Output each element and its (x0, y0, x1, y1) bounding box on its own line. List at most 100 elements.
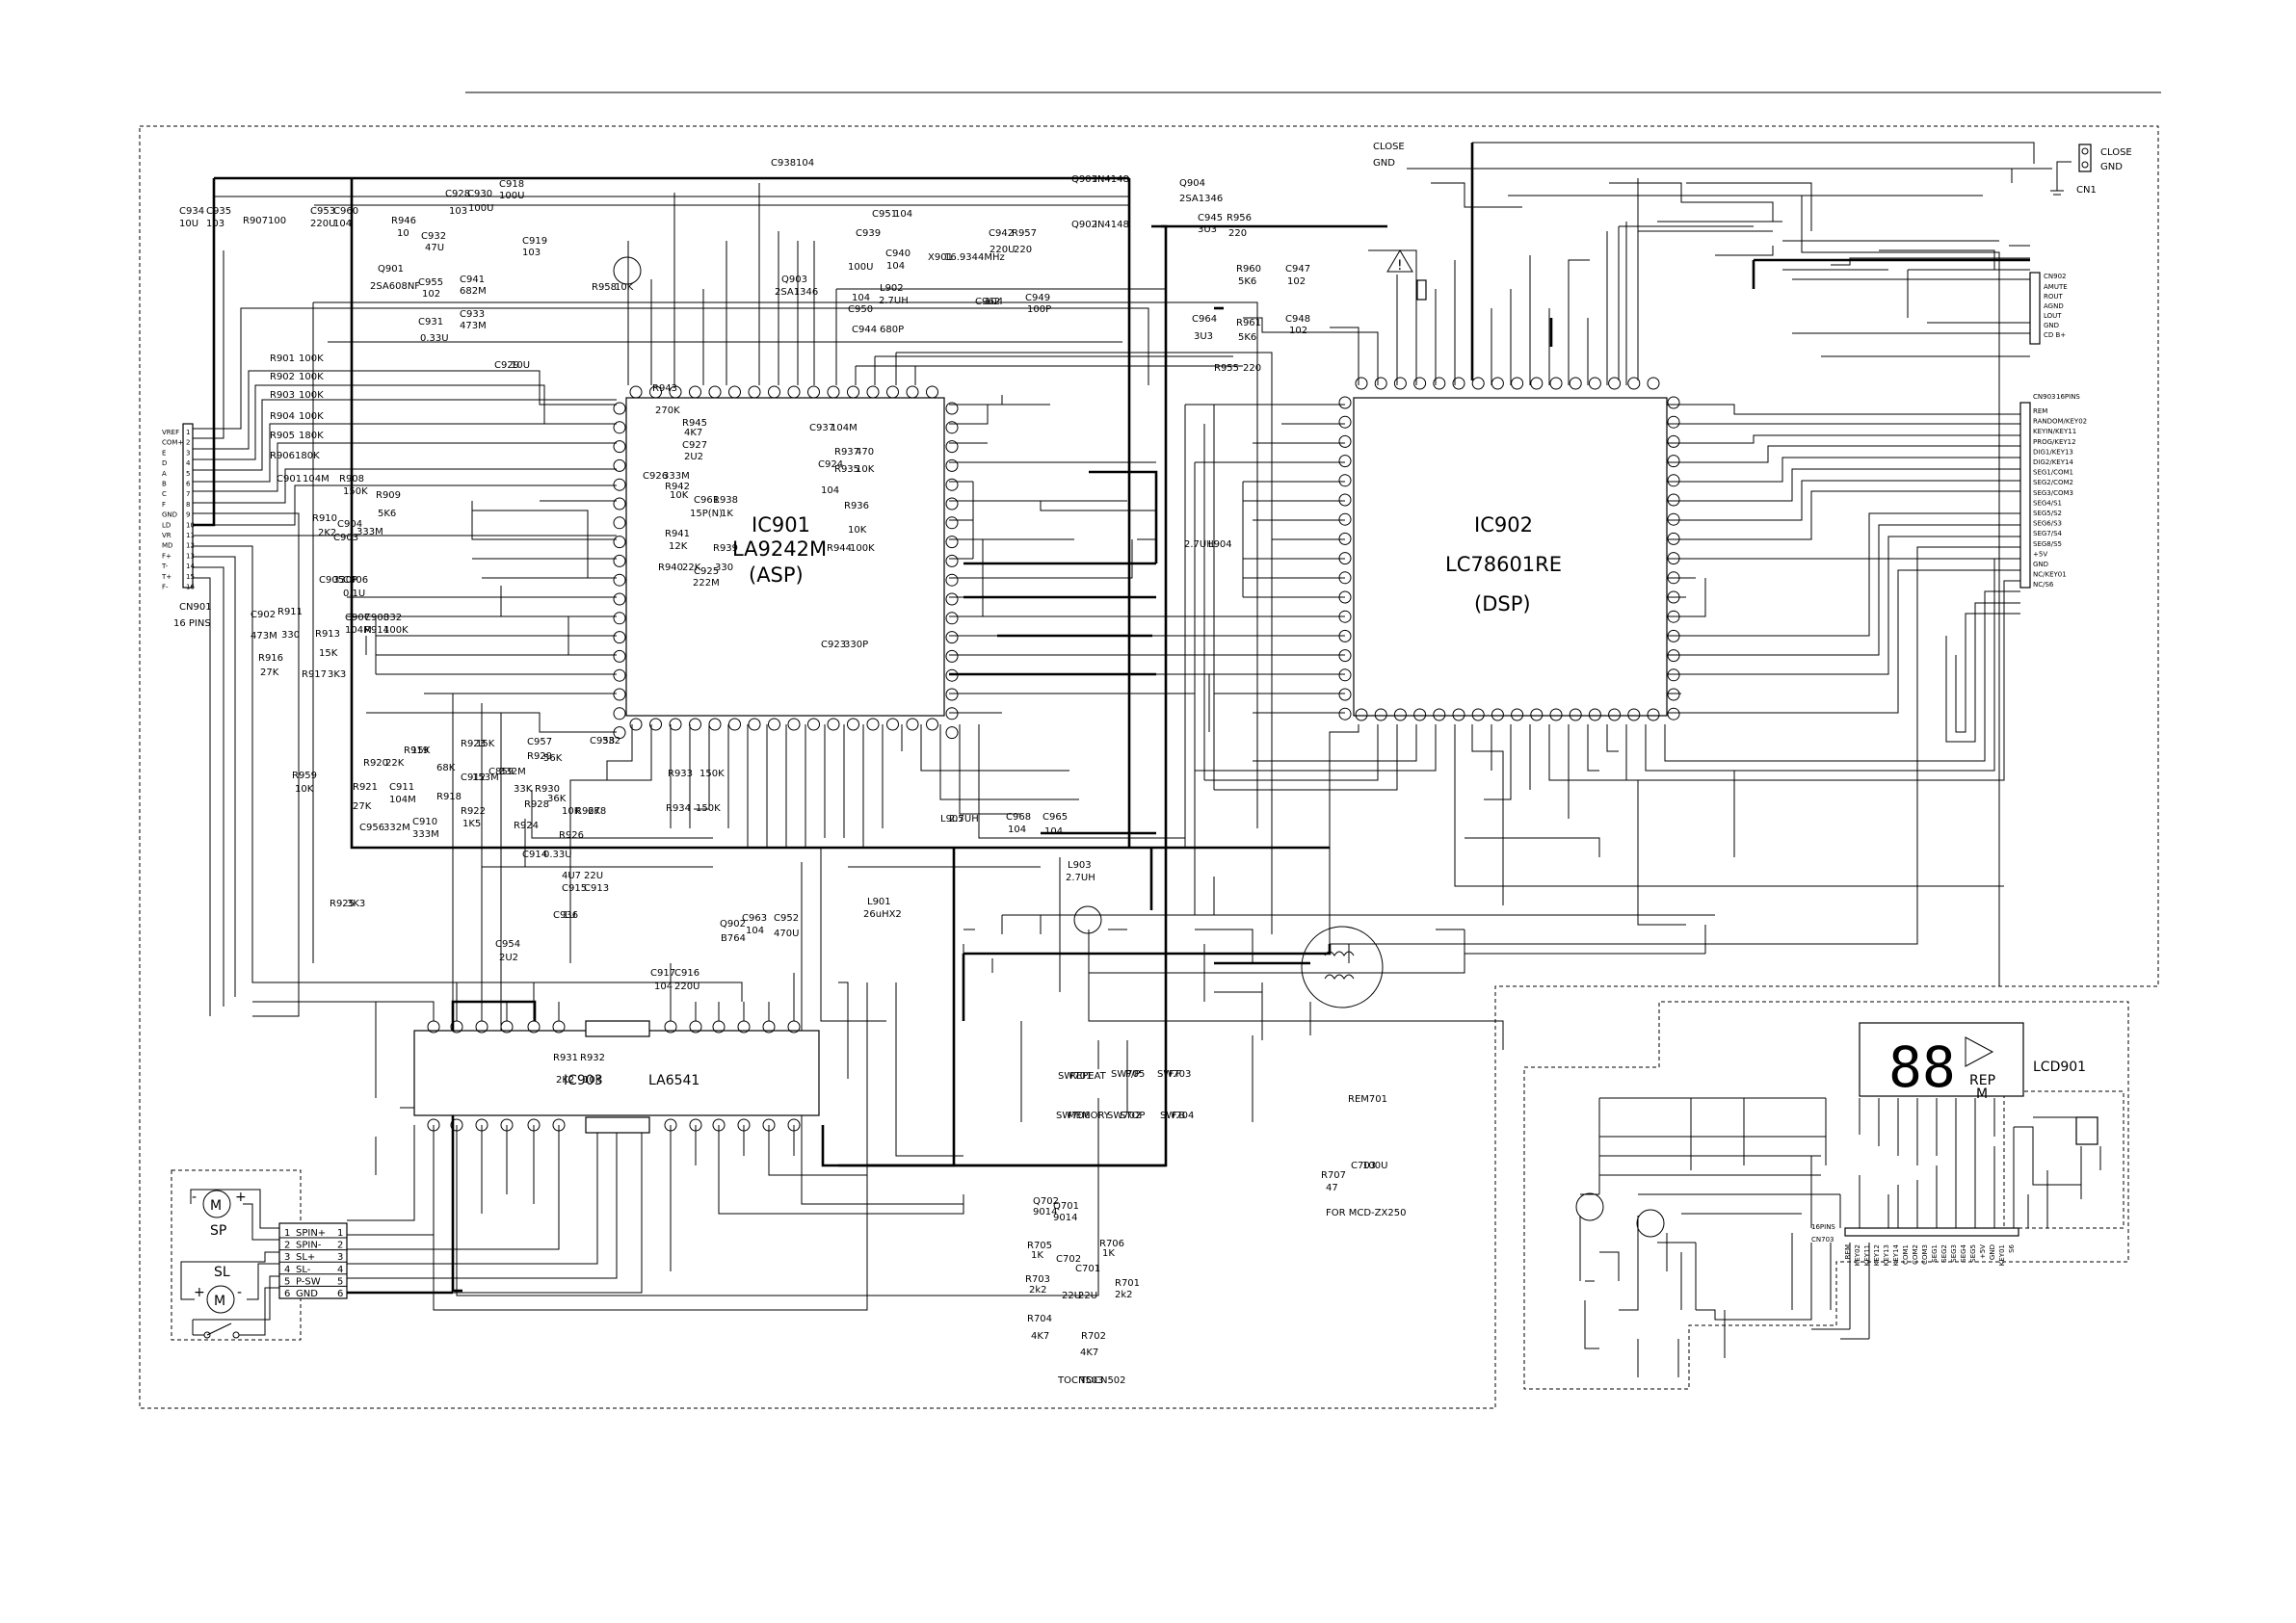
component-label: R913 (315, 629, 340, 640)
component-label: 1K (721, 509, 733, 519)
component-label: 15K (411, 746, 431, 756)
component-label: 0.1U (343, 589, 365, 599)
ic901-pin (689, 385, 701, 399)
ic903-pin (475, 1020, 488, 1034)
component-label: 332M (383, 823, 410, 833)
cn901-pins-label: 16 PINS (173, 618, 211, 629)
component-label: R946 (391, 216, 416, 226)
component-label: 333M (412, 829, 439, 840)
ic901-pin (945, 726, 959, 740)
component-label: R929 (527, 751, 552, 762)
cn902-pin-label: AMUTE (2044, 283, 2068, 291)
ic901-pin (613, 631, 626, 644)
component-label: C918 (499, 179, 524, 190)
component-label: 680P (880, 325, 904, 335)
component-label: Q902 (720, 919, 746, 929)
ic901-part: LA9242M (732, 537, 827, 561)
ic903-pin (475, 1118, 488, 1132)
component-label: L901 (867, 897, 891, 907)
ic901-pin (945, 458, 959, 472)
cn703-pin-label: SEG3 (1950, 1244, 1958, 1263)
component-label: C701 (1075, 1264, 1100, 1274)
ic903-pin (737, 1020, 751, 1034)
component-label: R932 (580, 1053, 605, 1063)
cn901-pin-label: VR (162, 532, 172, 539)
cn901-pin-label: D (162, 459, 167, 467)
component-label: 100U (468, 203, 493, 214)
ic901-pin (945, 649, 959, 663)
component-label: 104 (1044, 826, 1063, 837)
component-label: C916 (674, 968, 699, 979)
ic902-pin (1393, 377, 1407, 390)
ic901-pin (629, 385, 643, 399)
component-label: R918 (436, 792, 462, 802)
ic902-pins (1338, 377, 1680, 721)
lcd901: 88 REP M LCD901 (1859, 1022, 2086, 1102)
ic902-pin (1667, 649, 1680, 663)
ic902-pin (1588, 708, 1601, 721)
cn703-pin-label: GND (1989, 1244, 1996, 1260)
lcd901-body (1859, 1022, 2024, 1097)
component-label: 10K (583, 1075, 602, 1086)
ic901-pin (906, 385, 919, 399)
component-label: 100K (383, 625, 409, 636)
component-label: R941 (665, 529, 690, 539)
ic901-pin (728, 718, 741, 731)
ic901-pin (613, 497, 626, 510)
ic901-pin (945, 668, 959, 682)
component-label: 1K (1102, 1248, 1115, 1259)
component-label: 100U (1362, 1161, 1387, 1171)
cn903-pin-label: REM (2033, 407, 2047, 415)
pause-switch-contact (232, 1331, 240, 1339)
ic902-pin (1338, 512, 1352, 526)
cn903-pin-label: GND (2033, 561, 2048, 568)
component-label: C955 (418, 277, 443, 288)
ic902-pin (1667, 668, 1680, 682)
cn703-pin-label: S6 (2008, 1243, 2016, 1252)
lcd-rep-indicator: REP (1969, 1073, 1995, 1088)
ic902-pin (1338, 455, 1352, 468)
ic902-pin (1338, 396, 1352, 409)
component-label: B764 (721, 933, 746, 944)
ic902-pin (1667, 512, 1680, 526)
component-label: 220 (1243, 363, 1261, 374)
component-label: P/P (1125, 1069, 1140, 1080)
component-label: R957 (1012, 228, 1037, 239)
cn903-ref: CN903 (2033, 393, 2056, 401)
ic903-pins (427, 1020, 801, 1132)
sled-motor-plus: + (194, 1285, 205, 1300)
component-label: C961 (694, 495, 719, 506)
ic903-pin (552, 1020, 566, 1034)
transistors: ! (613, 249, 2098, 1238)
lcd-memory-indicator: M (1976, 1086, 1988, 1102)
component-label: R923 (461, 739, 486, 749)
ic903-pin (427, 1118, 440, 1132)
ic903-pin (664, 1020, 677, 1034)
component-label: Q904 (1179, 178, 1205, 189)
component-label: SW701 (1058, 1071, 1092, 1082)
ic901-pin (613, 649, 626, 663)
component-label: 4K7 (1080, 1348, 1098, 1358)
cn901-pin-label: T+ (161, 573, 172, 581)
component-label: 2.7UH (879, 296, 909, 306)
cn901-pin-number: 5 (186, 470, 190, 478)
motor-connector-pin-number: 2 (284, 1241, 290, 1251)
component-label: 104M (389, 795, 416, 805)
component-label: 10U (179, 219, 198, 229)
cn902-pin-label: CD B+ (2044, 331, 2066, 339)
cn703-pin-label: SEG2 (1940, 1244, 1948, 1263)
cn703-pin-label: KEY11 (1863, 1244, 1871, 1266)
ic902-body (1353, 397, 1668, 717)
ic901-pin (827, 385, 840, 399)
ic901-pin (613, 440, 626, 454)
motor-connector-pin-number: 5 (284, 1276, 290, 1287)
cn901-pin-number: 4 (186, 459, 191, 467)
ic901-pin (748, 385, 761, 399)
cn901-pin-label: F- (162, 584, 169, 591)
component-label: R960 (1236, 264, 1261, 275)
spindle-motor-plus: + (235, 1190, 247, 1205)
component-label: R910 (312, 513, 337, 524)
component-label: 0.33U (543, 850, 572, 860)
component-label: 2.7UH (1184, 539, 1214, 550)
